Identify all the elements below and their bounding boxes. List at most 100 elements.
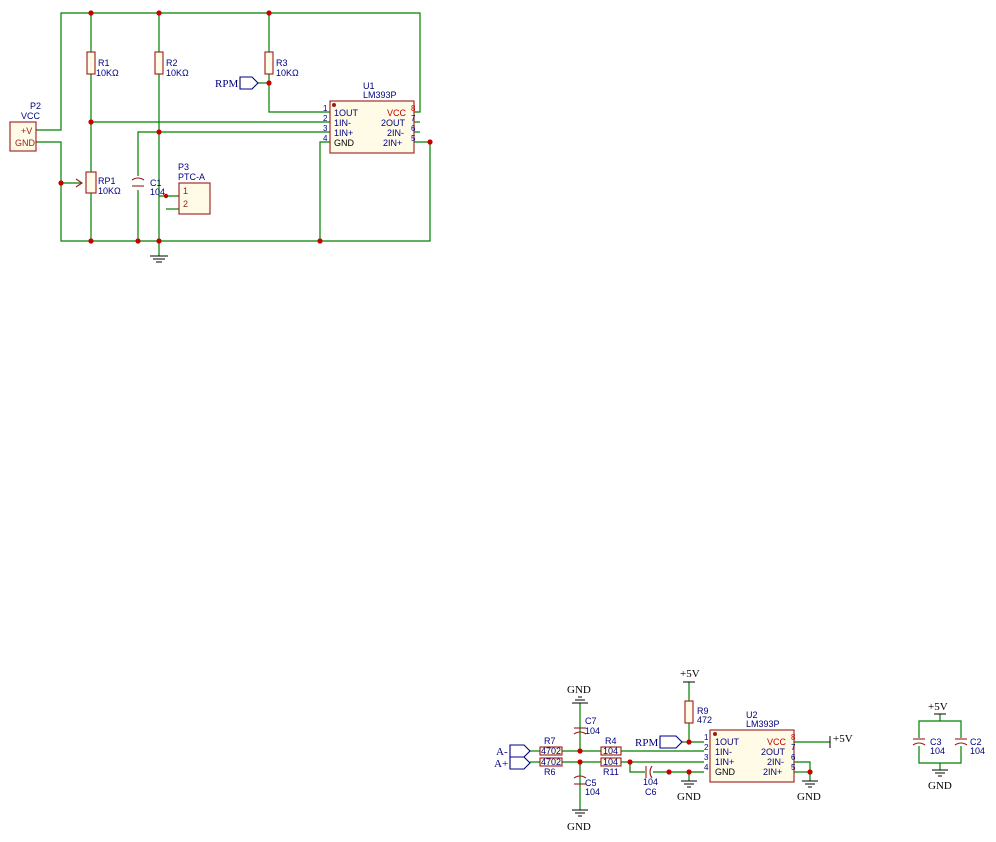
junction-dot: [577, 759, 583, 765]
power-plus5v-u2: +5V: [829, 733, 853, 748]
pin1-marker: [713, 732, 717, 736]
resistor-r11[interactable]: 104 R11: [600, 757, 622, 777]
p2-pin1-label: +V: [21, 126, 32, 136]
ground-u2-pin4: GND: [677, 780, 701, 803]
capacitor-c6[interactable]: 104 C6: [643, 765, 658, 797]
ground-c5: GND: [567, 809, 591, 833]
ground-c7: GND: [567, 684, 591, 704]
junction-dot: [58, 180, 64, 186]
u1-pin-num: 1: [323, 104, 328, 113]
u1-pin-name: 2IN+: [383, 138, 402, 148]
c6-value: 104: [643, 777, 658, 787]
u1-pin-name: 1IN-: [334, 118, 351, 128]
power-plus5v-r9: +5V: [680, 668, 700, 683]
u2-pin-name: GND: [715, 767, 736, 777]
circuit-3: +5V C3 104 C2 104 GND: [912, 701, 985, 792]
connector-p3[interactable]: P3 PTC-A 1 2: [178, 162, 211, 215]
gnd-label: GND: [797, 791, 821, 803]
capacitor-c5[interactable]: C5 104: [573, 775, 600, 797]
u1-pin-num: 4: [323, 134, 328, 143]
junction-dot: [427, 139, 433, 145]
u2-pin-name: 2IN-: [767, 757, 784, 767]
u1-pin-name: 2OUT: [381, 118, 406, 128]
gnd-label: GND: [677, 791, 701, 803]
capacitor-c2[interactable]: C2 104: [954, 737, 985, 756]
p3-ref: P3: [178, 162, 189, 172]
c5-ref: C5: [585, 778, 597, 788]
u2-pin-name: 1IN+: [715, 757, 734, 767]
gnd-label: GND: [928, 780, 952, 792]
resistor-r9[interactable]: R9 472: [684, 700, 712, 725]
ic-u1[interactable]: U1 LM393P 1 2 3 4 1OUT 1IN- 1IN+ GND 8 7…: [323, 81, 416, 154]
c1-value: 104: [150, 187, 165, 197]
u2-pin-name: VCC: [767, 737, 787, 747]
u1-ref: U1: [363, 81, 375, 91]
ic-u2[interactable]: U2 LM393P 1 2 3 4 1OUT 1IN- 1IN+ GND 8 7…: [704, 710, 796, 783]
circuit-2-junctions: [577, 739, 813, 775]
r1-value: 10KΩ: [96, 68, 119, 78]
r7-ref: R7: [544, 736, 556, 746]
r7-value: 4702: [541, 746, 561, 756]
net-flag-a-plus[interactable]: A+: [494, 756, 531, 770]
junction-dot: [156, 238, 162, 244]
r2-value: 10KΩ: [166, 68, 189, 78]
c7-value: 104: [585, 726, 600, 736]
rp1-ref: RP1: [98, 176, 116, 186]
u2-pin-num: 1: [704, 733, 709, 742]
p3-value: PTC-A: [178, 172, 205, 182]
ground-u2-pin5: GND: [797, 780, 821, 803]
u2-pin-name: 2IN+: [763, 767, 782, 777]
r11-value: 104: [603, 757, 618, 767]
resistor-r7[interactable]: R7 4702: [539, 736, 563, 756]
plus5v-label: +5V: [680, 668, 700, 680]
connector-p2[interactable]: P2 VCC +V GND: [9, 101, 41, 152]
c5-value: 104: [585, 787, 600, 797]
junction-dot: [135, 238, 141, 244]
p2-value: VCC: [21, 111, 41, 121]
junction-dot: [317, 238, 323, 244]
net-flag-rpm-1[interactable]: RPM: [215, 76, 259, 90]
r3-ref: R3: [276, 58, 288, 68]
plus5v-label: +5V: [833, 733, 853, 745]
pin1-marker: [332, 103, 336, 107]
c2-value: 104: [970, 746, 985, 756]
net-flag-rpm-2[interactable]: RPM: [635, 735, 683, 749]
u1-pin-name: 2IN-: [387, 128, 404, 138]
circuit-2: A- A+ R7 4702 4702 R6 R4 104 104 R11: [494, 668, 853, 833]
resistor-r6[interactable]: 4702 R6: [539, 757, 563, 777]
junction-dot: [156, 129, 162, 135]
net-flag-a-minus[interactable]: A-: [496, 744, 531, 758]
potentiometer-rp1[interactable]: RP1 10KΩ: [75, 171, 121, 196]
junction-dot: [807, 769, 813, 775]
u1-pin-num: 2: [323, 114, 328, 123]
junction-dot: [627, 759, 633, 765]
gnd-label: GND: [567, 821, 591, 833]
capacitor-c1[interactable]: C1 104: [131, 177, 165, 197]
resistor-r3[interactable]: R3 10KΩ: [264, 51, 299, 78]
r11-ref: R11: [603, 767, 619, 777]
p2-pin2-label: GND: [15, 138, 36, 148]
a-plus-label: A+: [494, 758, 508, 770]
junction-dot: [686, 739, 692, 745]
p3-pin1: 1: [183, 186, 188, 196]
c3-ref: C3: [930, 737, 942, 747]
c3-value: 104: [930, 746, 945, 756]
capacitor-c3[interactable]: C3 104: [912, 737, 945, 756]
c6-ref: C6: [645, 787, 657, 797]
resistor-r1[interactable]: R1 10KΩ: [86, 51, 119, 78]
resistor-r2[interactable]: R2 10KΩ: [154, 51, 189, 78]
u2-value: LM393P: [746, 719, 780, 729]
c7-ref: C7: [585, 716, 597, 726]
rpm-label: RPM: [635, 737, 658, 749]
junction-dot: [686, 769, 692, 775]
junction-dot: [266, 10, 272, 16]
u1-pin-num: 6: [411, 124, 416, 133]
u1-pin-name: 1OUT: [334, 108, 359, 118]
capacitor-c7[interactable]: C7 104: [573, 716, 600, 736]
c2-ref: C2: [970, 737, 982, 747]
u2-pin-name: 2OUT: [761, 747, 786, 757]
circuit-1: P2 VCC +V GND R1 10KΩ R2 10KΩ R3 10KΩ RP…: [9, 10, 433, 263]
junction-dot: [156, 10, 162, 16]
resistor-r4[interactable]: R4 104: [600, 736, 622, 756]
